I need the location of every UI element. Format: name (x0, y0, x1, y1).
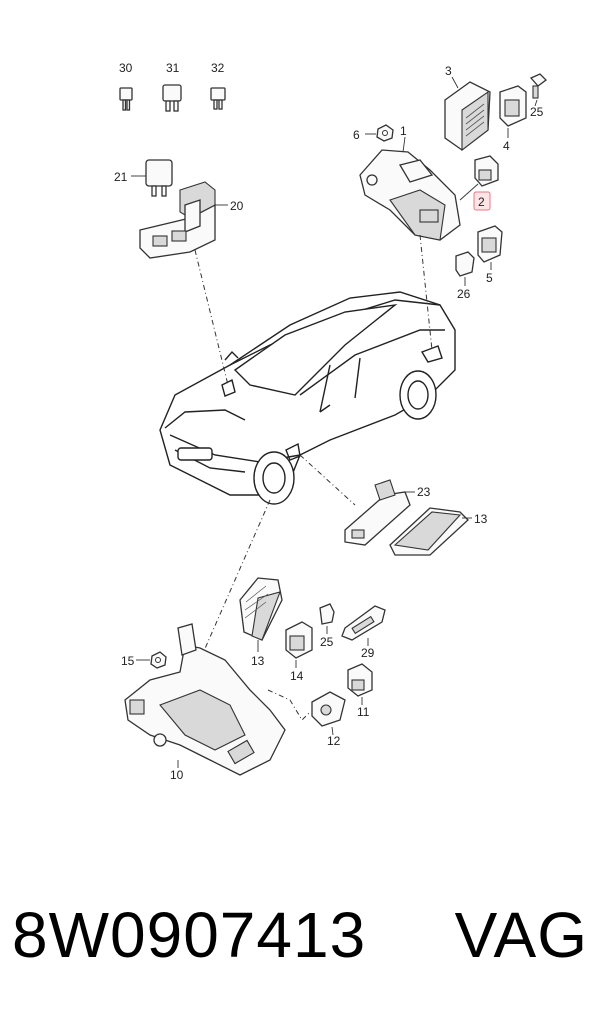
callout-11: 11 (357, 705, 370, 719)
callout-13-bottom: 13 (251, 654, 265, 668)
callout-5: 5 (486, 271, 493, 285)
callout-21: 21 (114, 170, 128, 184)
callout-25-bottom: 25 (320, 635, 334, 649)
relay-bracket-20[interactable] (139, 181, 216, 259)
leader-car-to-1 (419, 234, 433, 351)
part-29[interactable] (341, 605, 386, 641)
callout-30: 30 (119, 61, 133, 75)
callout-14: 14 (290, 669, 304, 683)
callout-2: 2 (478, 195, 485, 209)
brand-label: VAG (454, 899, 588, 971)
relay-21[interactable] (145, 159, 173, 197)
callout-26: 26 (457, 287, 471, 301)
footer: 8W0907413 VAG (0, 890, 600, 1000)
car-illustration (159, 291, 456, 505)
relay-11[interactable] (347, 663, 373, 697)
parts-diagram: 30 31 32 21 20 3 (114, 61, 547, 782)
fuse-30[interactable] (119, 87, 133, 111)
part-number: 8W0907413 (12, 899, 367, 971)
connector-5[interactable] (477, 225, 503, 263)
module-3[interactable] (444, 81, 491, 152)
terminal-25-bottom[interactable] (319, 603, 335, 625)
callout-15: 15 (121, 654, 135, 668)
part-12[interactable] (311, 691, 346, 727)
callout-6: 6 (353, 128, 360, 142)
leader-car-to-10 (199, 499, 271, 661)
module-13-right[interactable] (389, 507, 469, 556)
callout-3: 3 (445, 64, 452, 78)
module-13-bottom[interactable] (239, 577, 283, 641)
connector-4[interactable] (499, 85, 527, 127)
callout-12: 12 (327, 734, 341, 748)
callout-2-highlight (473, 191, 491, 211)
leader-10-to-12 (267, 689, 311, 721)
fuse-32[interactable] (210, 87, 226, 110)
carrier-10[interactable] (124, 623, 286, 776)
callout-25-top: 25 (530, 105, 544, 119)
callout-10: 10 (170, 768, 184, 782)
fuse-31[interactable] (162, 84, 182, 112)
callout-31: 31 (166, 61, 180, 75)
nut-6[interactable] (376, 124, 394, 142)
module-23[interactable] (344, 479, 411, 546)
relay-2[interactable] (474, 155, 499, 187)
part-26[interactable] (455, 251, 475, 277)
nut-15[interactable] (150, 651, 167, 669)
callout-32: 32 (211, 61, 225, 75)
leader-car-to-20 (194, 249, 229, 386)
terminal-25-top[interactable] (529, 73, 547, 99)
callout-13-right: 13 (474, 512, 488, 526)
callout-4: 4 (503, 139, 510, 153)
leader-car-to-23 (299, 454, 356, 506)
connector-14[interactable] (285, 621, 313, 659)
callout-1: 1 (400, 124, 407, 138)
callout-29: 29 (361, 646, 375, 660)
callout-23: 23 (417, 485, 431, 499)
carrier-1[interactable] (359, 149, 461, 241)
callout-20: 20 (230, 199, 244, 213)
